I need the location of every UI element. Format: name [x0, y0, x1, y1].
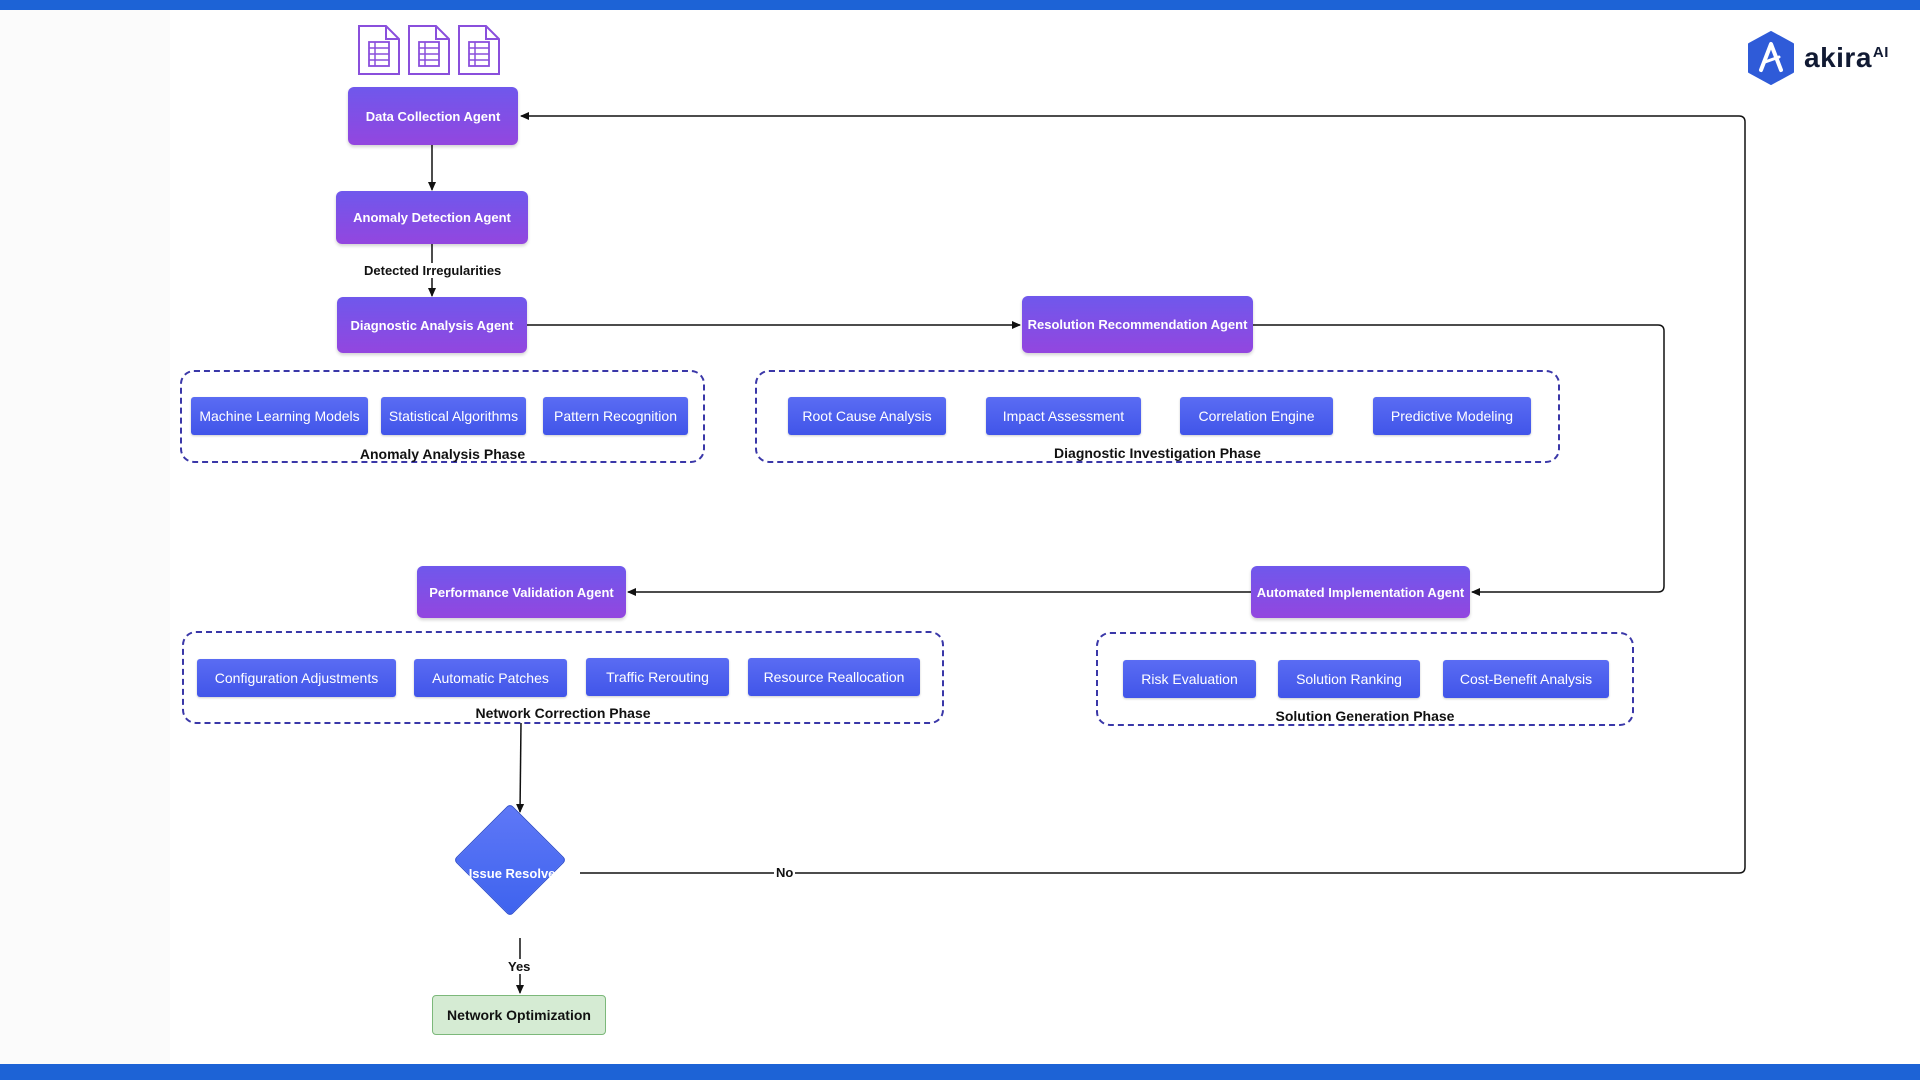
- phase-label: Network Correction Phase: [475, 705, 651, 721]
- edge-decision-no-loop: [520, 112, 1746, 874]
- document-icon: [358, 25, 400, 75]
- top-accent-bar: [0, 0, 1920, 10]
- resolution-recommendation-agent[interactable]: Resolution Recommendation Agent: [1022, 296, 1253, 353]
- decision-label: Issue Resolved?: [468, 866, 572, 881]
- phase-label: Diagnostic Investigation Phase: [1054, 445, 1261, 461]
- chip-statistical-algorithms[interactable]: Statistical Algorithms: [381, 397, 526, 435]
- edge-label-yes: Yes: [506, 959, 533, 974]
- document-icon: [458, 25, 500, 75]
- diagnostic-analysis-agent[interactable]: Diagnostic Analysis Agent: [337, 297, 527, 353]
- edge-resolution-to-implementation: [1253, 324, 1665, 596]
- left-background-panel: [0, 10, 170, 1064]
- edge-correction-to-decision: [516, 722, 525, 813]
- logo-ai-suffix: AI: [1872, 43, 1889, 61]
- chip-pattern-recognition[interactable]: Pattern Recognition: [543, 397, 688, 435]
- network-optimization-node[interactable]: Network Optimization: [432, 995, 606, 1035]
- network-correction-phase: Network Correction Phase: [182, 631, 944, 724]
- performance-validation-agent[interactable]: Performance Validation Agent: [417, 566, 626, 618]
- logo-hexagon-icon: [1748, 31, 1794, 85]
- phase-label: Anomaly Analysis Phase: [359, 446, 526, 462]
- chip-correlation-engine[interactable]: Correlation Engine: [1180, 397, 1333, 435]
- chip-automatic-patches[interactable]: Automatic Patches: [414, 659, 567, 697]
- chip-risk-evaluation[interactable]: Risk Evaluation: [1123, 660, 1256, 698]
- chip-traffic-rerouting[interactable]: Traffic Rerouting: [586, 658, 729, 696]
- chip-root-cause-analysis[interactable]: Root Cause Analysis: [788, 397, 946, 435]
- chip-predictive-modeling[interactable]: Predictive Modeling: [1373, 397, 1531, 435]
- edge-label-detected-irregularities: Detected Irregularities: [362, 263, 504, 278]
- phase-label: Solution Generation Phase: [1275, 708, 1455, 724]
- edge-label-no: No: [774, 865, 796, 880]
- data-collection-agent[interactable]: Data Collection Agent: [348, 87, 518, 145]
- chip-machine-learning-models[interactable]: Machine Learning Models: [191, 397, 368, 435]
- chip-cost-benefit-analysis[interactable]: Cost-Benefit Analysis: [1443, 660, 1609, 698]
- logo-wordmark: akiraAI: [1804, 42, 1889, 73]
- anomaly-analysis-phase: Anomaly Analysis Phase: [180, 370, 705, 463]
- diagnostic-investigation-phase: Diagnostic Investigation Phase: [755, 370, 1560, 463]
- document-icon: [408, 25, 450, 75]
- chip-impact-assessment[interactable]: Impact Assessment: [986, 397, 1141, 435]
- chip-resource-reallocation[interactable]: Resource Reallocation: [748, 658, 920, 696]
- solution-generation-phase: Solution Generation Phase: [1096, 632, 1634, 726]
- chip-configuration-adjustments[interactable]: Configuration Adjustments: [197, 659, 396, 697]
- anomaly-detection-agent[interactable]: Anomaly Detection Agent: [336, 191, 528, 244]
- akira-ai-logo: akiraAI: [1746, 30, 1906, 86]
- chip-solution-ranking[interactable]: Solution Ranking: [1278, 660, 1420, 698]
- bottom-accent-bar: [0, 1064, 1920, 1080]
- automated-implementation-agent[interactable]: Automated Implementation Agent: [1251, 566, 1470, 618]
